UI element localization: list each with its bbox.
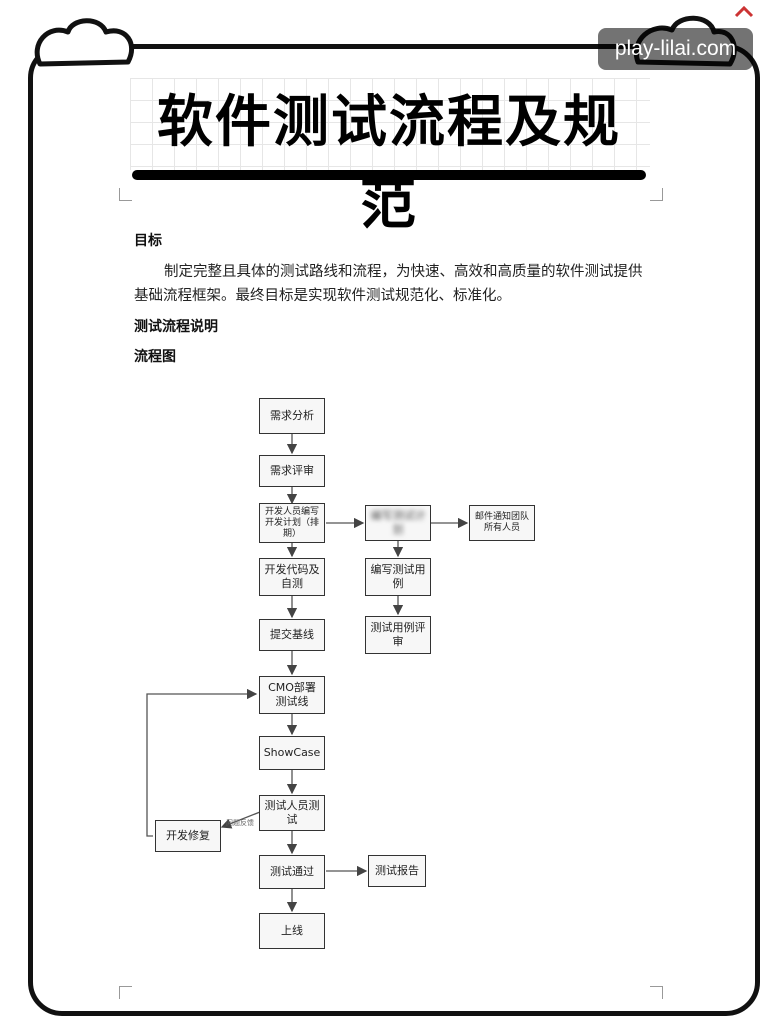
page-title: 软件测试流程及规范 (157, 90, 621, 237)
crop-mark-bottom-right (650, 986, 663, 999)
edge-n8-fix (220, 811, 261, 829)
title-grid-background (130, 78, 650, 170)
process-heading: 测试流程说明 (134, 319, 218, 335)
flow-node-release: 上线 (259, 913, 325, 949)
cloud-doodle-left (34, 18, 135, 67)
flow-node-showcase: ShowCase (259, 736, 325, 770)
heart-doodle (734, 5, 754, 18)
flow-node-submit-baseline: 提交基线 (259, 619, 325, 651)
flow-node-dev-fix: 开发修复 (155, 820, 221, 852)
crop-mark-top-left (119, 188, 132, 201)
flow-node-test-plan: 编写测试计划 (365, 505, 431, 541)
flow-node-requirement-review: 需求评审 (259, 455, 325, 487)
flow-node-write-test-cases: 编写测试用例 (365, 558, 431, 596)
flowchart-heading: 流程图 (134, 349, 176, 365)
watermark: play-lilai.com (598, 28, 753, 70)
flow-node-tester-testing: 测试人员测试 (259, 795, 325, 831)
flow-node-dev-code: 开发代码及自测 (259, 558, 325, 596)
flow-node-cmo-deploy: CMO部署测试线 (259, 676, 325, 714)
flow-node-requirement-analysis: 需求分析 (259, 398, 325, 434)
title-underline (132, 170, 646, 180)
edge-label-feedback: 问题反馈 (226, 819, 254, 827)
goal-heading: 目标 (134, 233, 162, 249)
flow-node-mail-notify: 邮件通知团队所有人员 (469, 505, 535, 541)
flow-node-test-passed: 测试通过 (259, 855, 325, 889)
goal-paragraph: 制定完整且具体的测试路线和流程，为快速、高效和高质量的软件测试提供基础流程框架。… (134, 264, 643, 304)
flow-node-dev-plan: 开发人员编写开发计划（排期） (259, 503, 325, 543)
crop-mark-top-right (650, 188, 663, 201)
edge-fix-n6 (146, 688, 258, 837)
flow-node-test-report: 测试报告 (368, 855, 426, 887)
flow-node-test-case-review: 测试用例评审 (365, 616, 431, 654)
crop-mark-bottom-left (119, 986, 132, 999)
